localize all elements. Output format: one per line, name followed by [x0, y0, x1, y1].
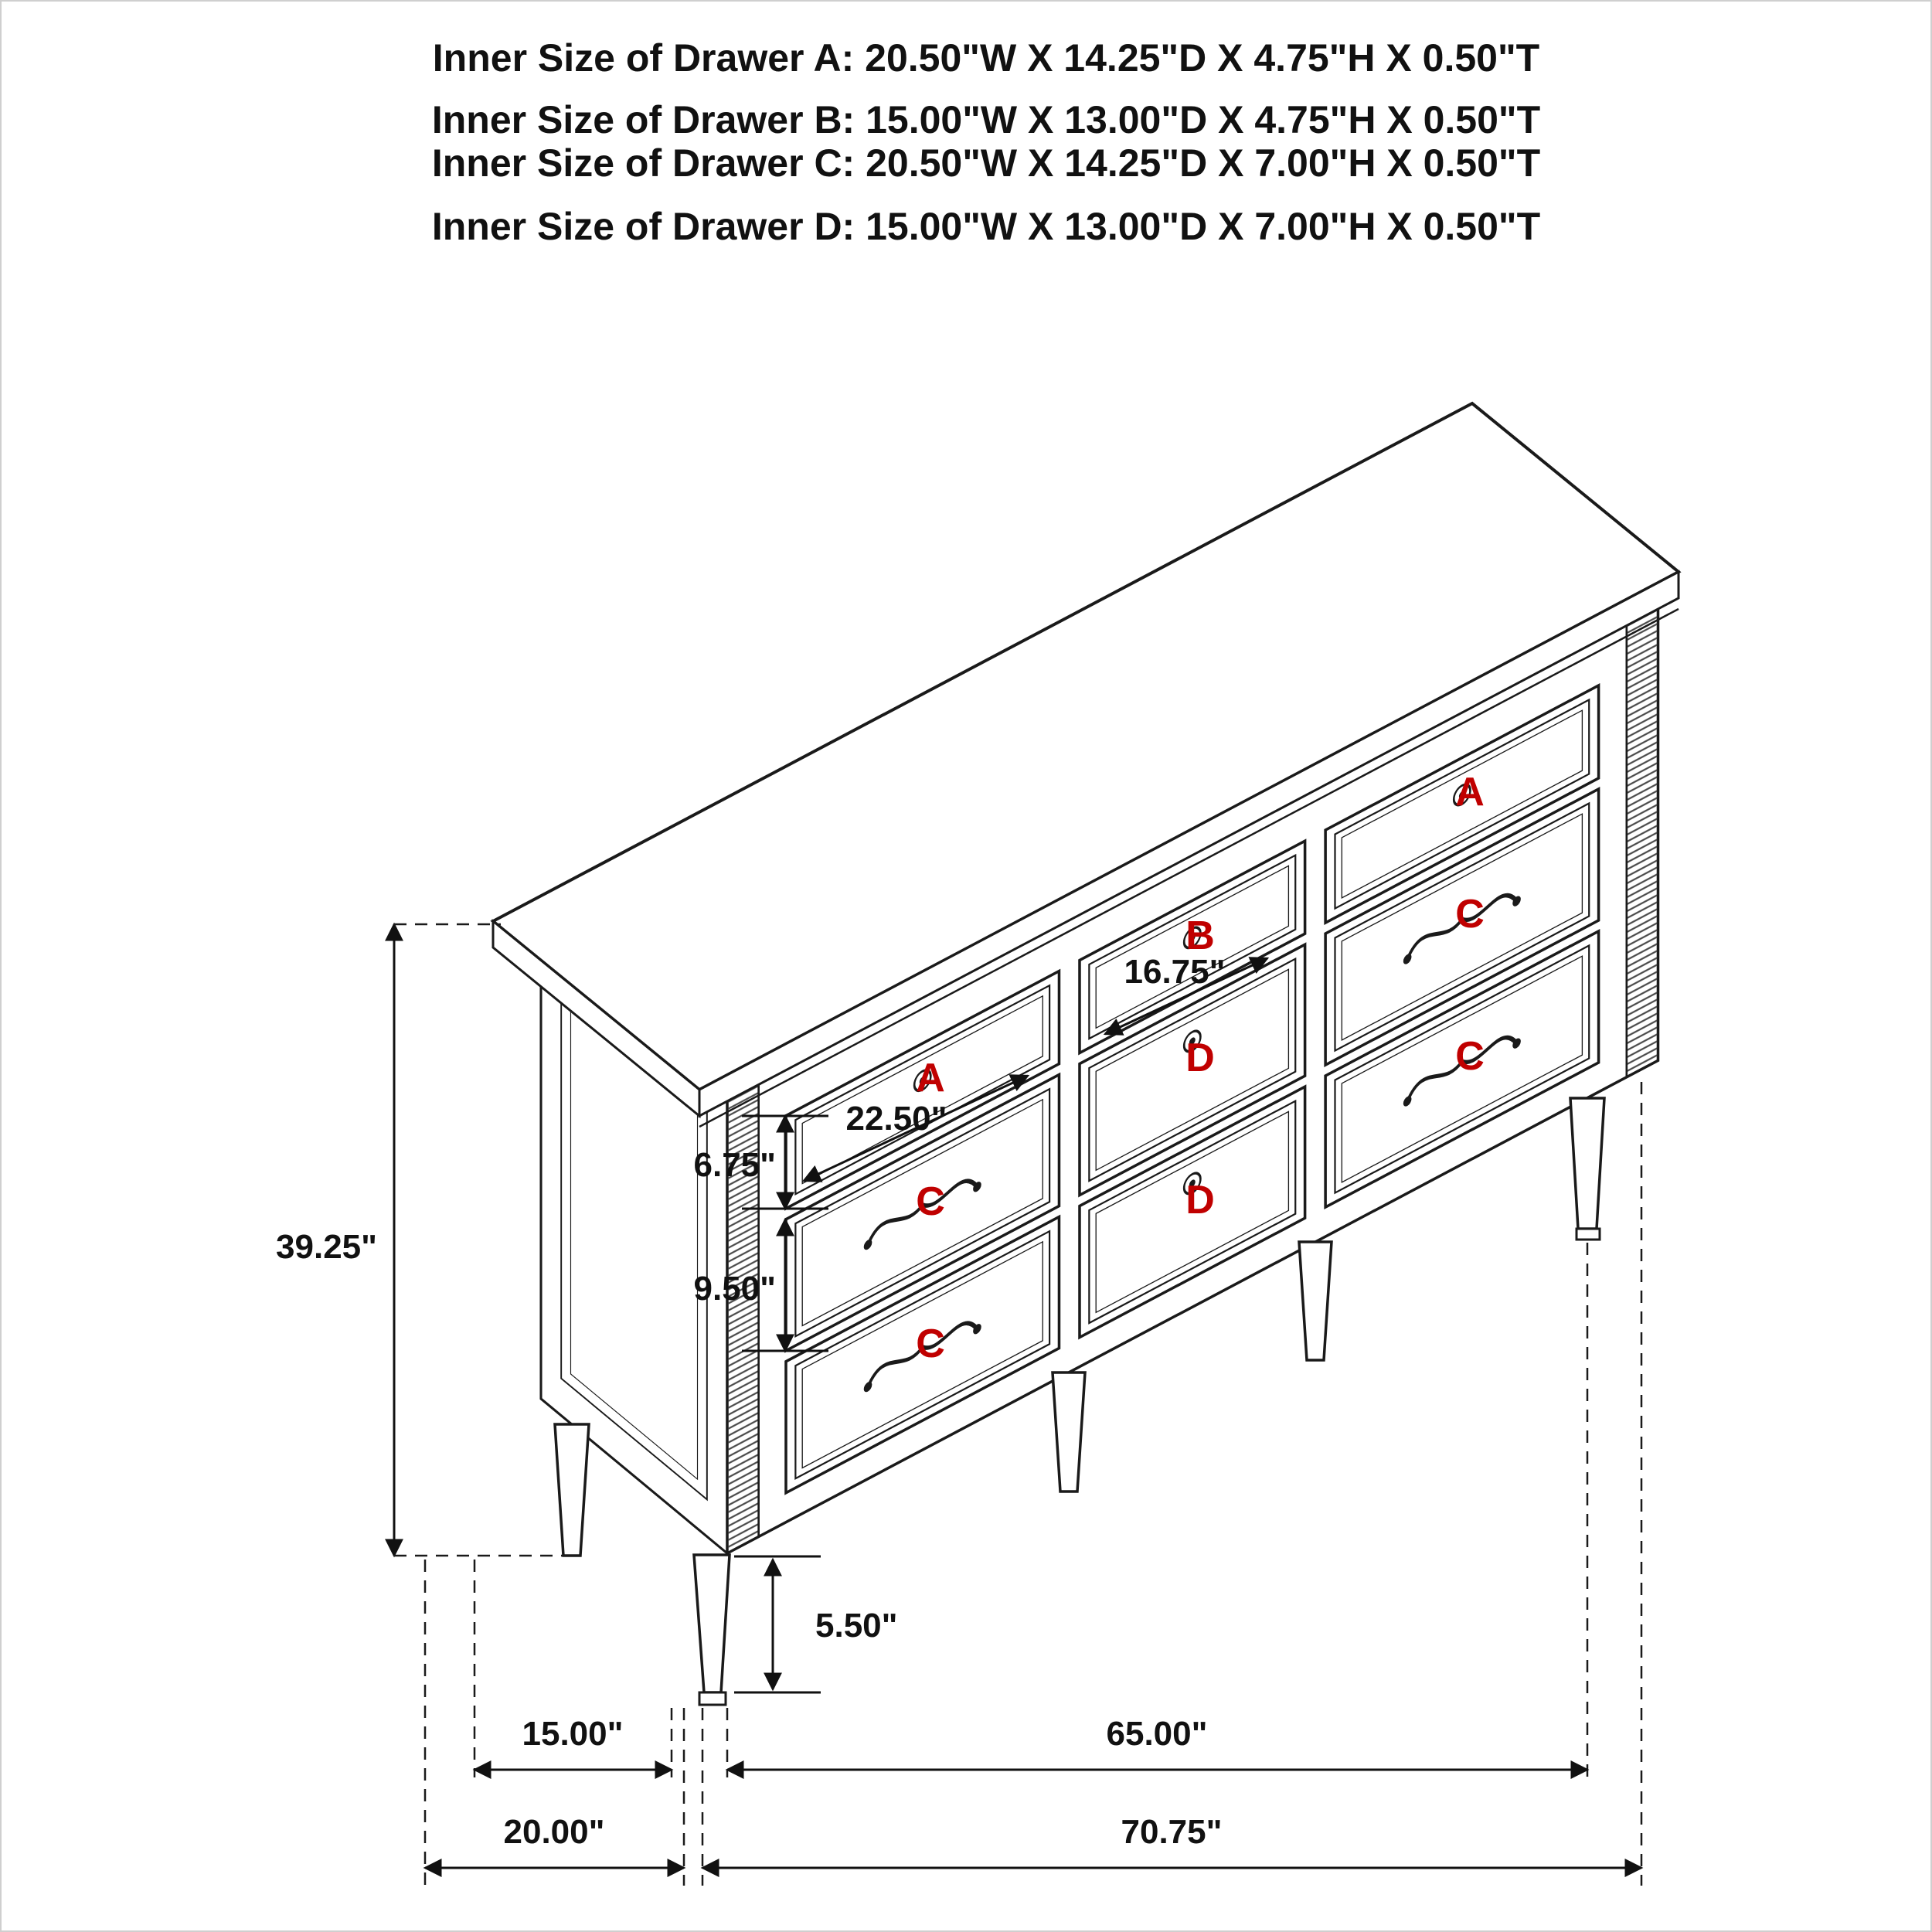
- bail-handle-icon: [1403, 893, 1521, 964]
- header-line-drawer-a: Inner Size of Drawer A: 20.50"W X 14.25"…: [433, 36, 1539, 80]
- drawer-label-a-right: A: [1455, 770, 1485, 815]
- dimension-leg-height: 5.50": [815, 1607, 898, 1645]
- dimension-annotations: 39.25" 6.75" 9.50" 22.50" 16.75" 5.50" 1…: [276, 922, 1644, 1886]
- header-line-drawer-d: Inner Size of Drawer D: 15.00"W X 13.00"…: [432, 205, 1540, 248]
- bail-handle-icon: [863, 1179, 981, 1250]
- leg-front-middle-right: [1298, 1240, 1333, 1362]
- bail-handle-icon: [1403, 1035, 1521, 1107]
- dimension-overall-depth: 20.00": [504, 1813, 605, 1851]
- top-molding-line: [699, 607, 1679, 1128]
- dimension-side-depth: 15.00": [522, 1715, 624, 1753]
- bail-handle-icon: [863, 1321, 981, 1393]
- dimension-overall-width: 70.75": [1121, 1813, 1223, 1851]
- drawer-c-bottom-left: [784, 1214, 1061, 1495]
- drawer-c-bottom-right: [1324, 929, 1600, 1210]
- drawer-label-c-bot-left: C: [916, 1321, 945, 1366]
- drawer-label-a-left: A: [916, 1056, 945, 1100]
- dimension-drawer-a-width: 22.50": [846, 1100, 947, 1138]
- leg-front-left-foot: [698, 1691, 727, 1706]
- dimension-front-leg-span: 65.00": [1107, 1715, 1208, 1753]
- drawer-letters: A B A C D C C D C: [916, 770, 1485, 1366]
- drawer-d-bottom: [1078, 1084, 1307, 1340]
- dresser-top: [490, 401, 1682, 1128]
- header-line-drawer-c: Inner Size of Drawer C: 20.50"W X 14.25"…: [432, 141, 1540, 185]
- drawer-label-c-mid-right: C: [1455, 892, 1485, 937]
- drawer-label-c-mid-left: C: [916, 1179, 945, 1224]
- header: Inner Size of Drawer A: 20.50"W X 14.25"…: [432, 36, 1540, 248]
- dimension-line-drawer-a-width: [801, 1074, 1030, 1182]
- leg-back-left: [553, 1423, 590, 1557]
- drawer-label-d-mid: D: [1185, 1036, 1215, 1080]
- knob-icon: [1452, 783, 1471, 807]
- knob-icon: [1182, 926, 1202, 950]
- drawer-label-c-bot-right: C: [1455, 1034, 1485, 1079]
- header-line-drawer-b: Inner Size of Drawer B: 15.00"W X 13.00"…: [432, 98, 1540, 141]
- dimension-line-drawer-b-width: [1103, 957, 1270, 1036]
- top-left-edge: [492, 918, 701, 1119]
- knob-icon: [1182, 1172, 1202, 1196]
- drawer-label-d-bot: D: [1185, 1178, 1215, 1223]
- dimension-overall-height: 39.25": [276, 1228, 377, 1266]
- dresser-legs: [553, 1097, 1606, 1706]
- left-corner-stile: [726, 1066, 760, 1556]
- drawer-label-b: B: [1185, 913, 1215, 958]
- dimension-drawer-c-height: 9.50": [694, 1270, 777, 1308]
- drawer-c-middle-right: [1324, 787, 1600, 1068]
- right-corner-stile: [1625, 590, 1659, 1079]
- dimension-drawer-a-height: 6.75": [694, 1146, 777, 1184]
- leg-front-middle-left: [1051, 1371, 1087, 1493]
- leg-front-right-foot: [1575, 1227, 1601, 1241]
